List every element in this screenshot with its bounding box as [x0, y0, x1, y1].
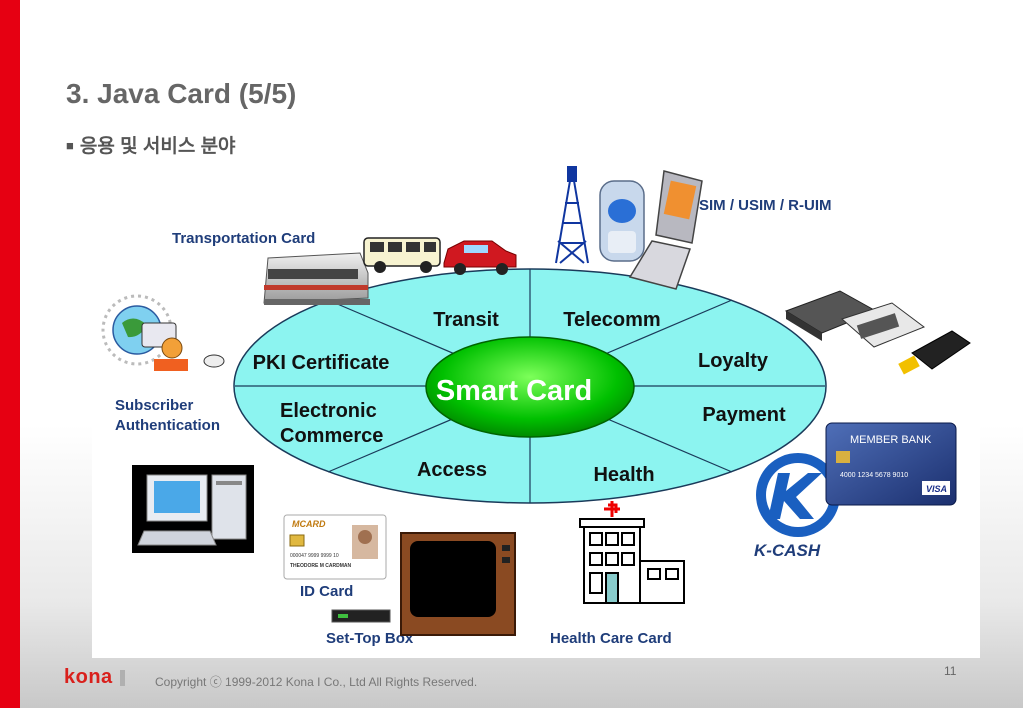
desktop-computer-icon — [132, 465, 254, 553]
svg-text:MCARD: MCARD — [292, 519, 326, 529]
slide-subtitle: ■ 응용 및 서비스 분야 — [66, 131, 236, 158]
svg-text:4000 1234 5678 9010: 4000 1234 5678 9010 — [840, 472, 908, 479]
pos-terminal-icon — [784, 290, 971, 375]
label-kcash: K-CASH — [754, 541, 821, 560]
segment-transit: Transit — [433, 309, 499, 331]
mobile-phone-icon — [599, 180, 645, 262]
flip-phone-icon — [628, 170, 703, 290]
svg-text:VISA: VISA — [926, 484, 947, 494]
van-icon — [363, 237, 441, 273]
hospital-icon — [579, 501, 685, 604]
label-healthcare: Health Care Card — [550, 630, 672, 647]
segment-commerce: Commerce — [280, 425, 383, 447]
label-settop: Set-Top Box — [326, 630, 414, 647]
id-card-icon: MCARD 000047 9999 9999 10 THEODORE M CAR… — [283, 514, 387, 580]
kcash-logo-icon — [756, 453, 840, 537]
center-label: Smart Card — [436, 375, 592, 407]
subtitle-text: 응용 및 서비스 분야 — [79, 136, 236, 157]
svg-text:000047 9999 9999 10: 000047 9999 9999 10 — [290, 553, 339, 559]
segment-health: Health — [593, 464, 654, 486]
center-ellipse — [425, 336, 635, 438]
television-icon — [400, 532, 516, 636]
segment-access: Access — [417, 459, 487, 481]
application-ellipse: Smart Card Transit Telecomm PKI Certific… — [233, 268, 827, 504]
label-authentication: Authentication — [115, 417, 220, 434]
footer — [0, 660, 1023, 708]
kona-logo: kona — [64, 666, 113, 688]
segment-payment: Payment — [702, 404, 786, 426]
cell-tower-icon — [555, 166, 589, 264]
page-number: 11 — [944, 664, 957, 678]
slide-title: 3. Java Card (5/5) — [66, 78, 297, 109]
segment-pki: PKI Certificate — [253, 352, 390, 374]
copyright-text: Copyright ⓒ 1999-2012 Kona I Co., Ltd Al… — [155, 675, 478, 689]
set-top-box-icon — [331, 609, 391, 623]
segment-electronic: Electronic — [280, 400, 377, 422]
segment-loyalty: Loyalty — [698, 350, 769, 372]
segment-telecomm: Telecomm — [563, 309, 660, 331]
bullet-icon: ■ — [66, 138, 74, 153]
car-icon — [443, 240, 517, 275]
svg-text:THEODORE M CARDMAN: THEODORE M CARDMAN — [290, 563, 351, 569]
logo-divider — [120, 670, 125, 686]
smart-card-diagram: Smart Card Transit Telecomm PKI Certific… — [101, 166, 971, 647]
diagram-panel: Smart Card Transit Telecomm PKI Certific… — [92, 163, 980, 658]
label-transportation: Transportation Card — [172, 230, 315, 247]
bank-card-icon: MEMBER BANK 4000 1234 5678 9010 VISA — [825, 422, 957, 506]
label-subscriber: Subscriber — [115, 397, 194, 414]
accent-bar — [0, 0, 20, 708]
train-icon — [263, 252, 370, 305]
globe-user-icon — [101, 294, 225, 371]
label-sim: SIM / USIM / R-UIM — [699, 197, 832, 214]
label-idcard: ID Card — [300, 583, 353, 600]
svg-text:MEMBER BANK: MEMBER BANK — [850, 434, 932, 446]
